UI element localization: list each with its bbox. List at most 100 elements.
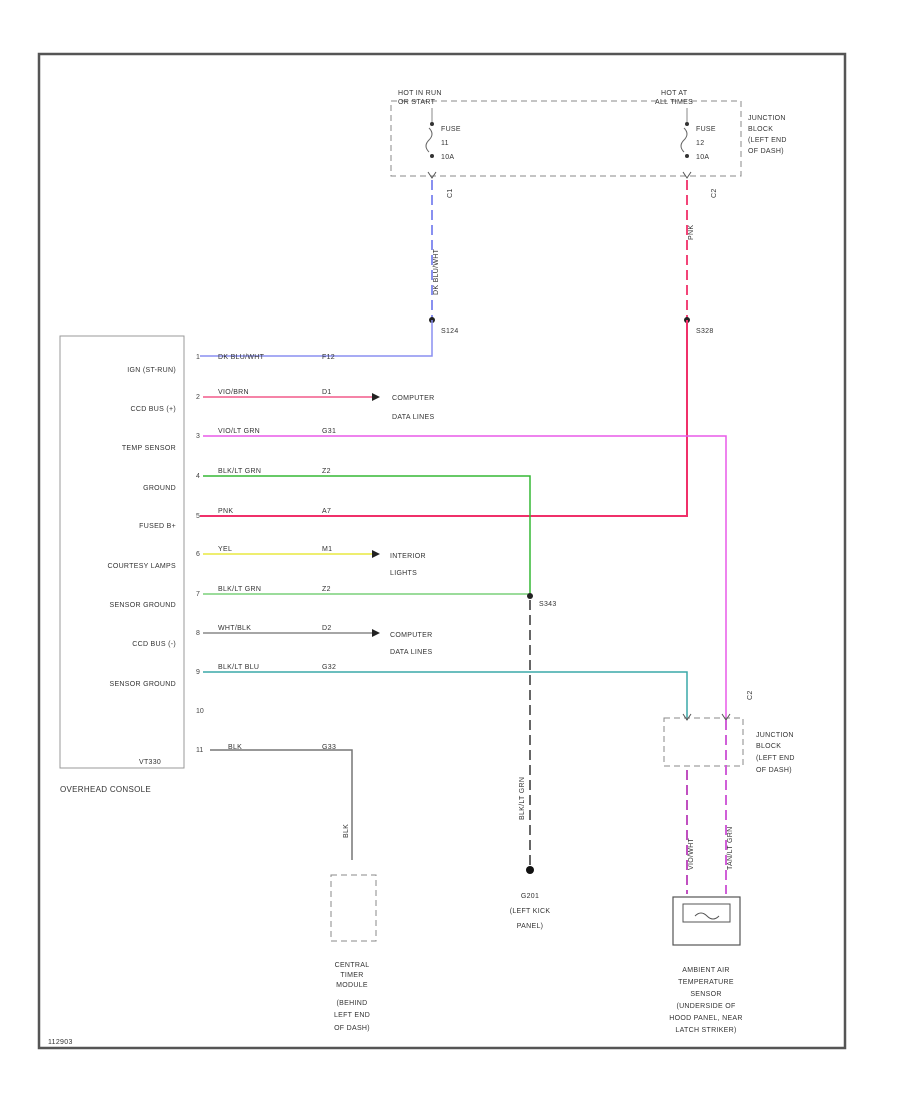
svg-text:PNK: PNK (218, 508, 233, 515)
svg-text:TAN/LT GRN: TAN/LT GRN (727, 827, 734, 870)
svg-text:BLK: BLK (343, 824, 350, 838)
svg-text:HOT IN RUN: HOT IN RUN (398, 90, 442, 97)
svg-text:LATCH STRIKER): LATCH STRIKER) (675, 1027, 736, 1034)
svg-text:(LEFT END: (LEFT END (756, 755, 795, 762)
svg-text:G32: G32 (322, 664, 336, 671)
svg-text:DATA LINES: DATA LINES (392, 414, 434, 421)
svg-text:6: 6 (196, 551, 200, 558)
fuse-12: HOT AT ALL TIMES FUSE 12 10A C2 (655, 90, 718, 198)
fuse-11: HOT IN RUN OR START FUSE 11 10A C1 (398, 90, 461, 198)
svg-text:FUSE: FUSE (696, 126, 716, 133)
svg-text:BLK/LT BLU: BLK/LT BLU (218, 664, 259, 671)
svg-text:COURTESY LAMPS: COURTESY LAMPS (107, 563, 176, 570)
svg-text:COMPUTER: COMPUTER (390, 632, 432, 639)
svg-text:FUSED B+: FUSED B+ (139, 523, 176, 530)
wire-fuse12-down: PNK S328 (200, 180, 714, 517)
svg-text:OF DASH): OF DASH) (748, 148, 784, 155)
svg-text:YEL: YEL (218, 546, 232, 553)
figure-code: 112903 (48, 1039, 73, 1046)
svg-text:OF DASH): OF DASH) (334, 1025, 370, 1032)
svg-text:G33: G33 (322, 744, 336, 751)
svg-text:7: 7 (196, 591, 200, 598)
svg-text:PNK: PNK (688, 225, 695, 240)
svg-text:HOT AT: HOT AT (661, 90, 688, 97)
svg-text:S343: S343 (539, 601, 557, 608)
svg-text:G31: G31 (322, 428, 336, 435)
svg-text:11: 11 (196, 747, 203, 754)
svg-text:AMBIENT AIR: AMBIENT AIR (682, 967, 730, 974)
svg-text:S124: S124 (441, 328, 459, 335)
svg-text:BLOCK: BLOCK (748, 126, 773, 133)
svg-text:OR START: OR START (398, 99, 436, 106)
svg-text:D1: D1 (322, 389, 332, 396)
svg-text:JUNCTION: JUNCTION (748, 115, 786, 122)
wire-fuse11-down: DK BLU/WHT S124 (200, 180, 459, 357)
svg-text:2: 2 (196, 394, 200, 401)
svg-text:HOOD PANEL, NEAR: HOOD PANEL, NEAR (669, 1015, 743, 1022)
svg-text:5: 5 (196, 513, 200, 520)
svg-text:TIMER: TIMER (340, 972, 363, 979)
interior-lights: INTERIOR LIGHTS (390, 553, 426, 577)
svg-text:S328: S328 (696, 328, 714, 335)
svg-text:LEFT END: LEFT END (334, 1012, 370, 1019)
ambient-air-sensor: AMBIENT AIR TEMPERATURE SENSOR (UNDERSID… (669, 896, 743, 1034)
console-code: VT330 (139, 759, 161, 766)
svg-text:WHT/BLK: WHT/BLK (218, 625, 251, 632)
svg-text:BLK/LT GRN: BLK/LT GRN (218, 586, 261, 593)
svg-text:Z2: Z2 (322, 468, 331, 475)
svg-text:COMPUTER: COMPUTER (392, 395, 434, 402)
svg-text:SENSOR GROUND: SENSOR GROUND (109, 602, 176, 609)
svg-text:10: 10 (196, 708, 204, 715)
svg-text:DK BLU/WHT: DK BLU/WHT (218, 354, 265, 361)
svg-text:PANEL): PANEL) (517, 923, 544, 930)
central-timer-module: BLK CENTRAL TIMER MODULE (BEHIND LEFT EN… (330, 824, 377, 1032)
svg-text:VIO/BRN: VIO/BRN (218, 389, 249, 396)
svg-text:M1: M1 (322, 546, 332, 553)
svg-text:DATA LINES: DATA LINES (390, 649, 432, 656)
junction-block-top (390, 100, 742, 177)
svg-text:10A: 10A (441, 154, 454, 161)
svg-text:C1: C1 (447, 188, 454, 198)
svg-text:4: 4 (196, 473, 200, 480)
svg-text:LIGHTS: LIGHTS (390, 570, 417, 577)
computer-data-lines-1: COMPUTER DATA LINES (392, 395, 434, 421)
svg-text:12: 12 (696, 140, 704, 147)
svg-text:BLK: BLK (228, 744, 242, 751)
svg-text:VIO/LT GRN: VIO/LT GRN (218, 428, 260, 435)
svg-text:A7: A7 (322, 508, 331, 515)
svg-text:IGN (ST-RUN): IGN (ST-RUN) (127, 367, 176, 374)
svg-text:F12: F12 (322, 354, 335, 361)
overhead-console-box (59, 335, 185, 769)
svg-text:BLK/LT GRN: BLK/LT GRN (218, 468, 261, 475)
console-wires: 1 DK BLU/WHT F12 2 VIO/BRN D1 3 VIO/LT G… (196, 354, 727, 860)
svg-text:8: 8 (196, 630, 200, 637)
svg-text:SENSOR: SENSOR (690, 991, 721, 998)
svg-text:(LEFT KICK: (LEFT KICK (510, 908, 551, 915)
svg-text:DK BLU/WHT: DK BLU/WHT (433, 248, 440, 295)
junction-block-top-label: JUNCTION BLOCK (LEFT END OF DASH) (748, 115, 786, 155)
svg-text:G201: G201 (521, 893, 539, 900)
svg-text:VIO/WHT: VIO/WHT (688, 838, 695, 870)
console-name: OVERHEAD CONSOLE (60, 785, 151, 794)
svg-text:CCD BUS (-): CCD BUS (-) (132, 641, 176, 648)
svg-text:CCD BUS (+): CCD BUS (+) (131, 406, 177, 413)
svg-text:11: 11 (441, 140, 449, 147)
diagram-frame (37, 52, 847, 1050)
svg-text:ALL TIMES: ALL TIMES (655, 99, 693, 106)
svg-text:OF DASH): OF DASH) (756, 767, 792, 774)
ground-splice: S343 BLK/LT GRN G201 (LEFT KICK PANEL) (510, 593, 557, 930)
svg-text:SENSOR GROUND: SENSOR GROUND (109, 681, 176, 688)
svg-text:BLK/LT GRN: BLK/LT GRN (519, 777, 526, 820)
svg-text:D2: D2 (322, 625, 332, 632)
svg-text:CENTRAL: CENTRAL (335, 962, 370, 969)
svg-text:10A: 10A (696, 154, 709, 161)
junction-block-bottom: C2 JUNCTION BLOCK (LEFT END OF DASH) VIO… (663, 690, 795, 894)
svg-text:INTERIOR: INTERIOR (390, 553, 426, 560)
svg-text:3: 3 (196, 433, 200, 440)
svg-text:Z2: Z2 (322, 586, 331, 593)
computer-data-lines-2: COMPUTER DATA LINES (390, 632, 432, 656)
svg-text:BLOCK: BLOCK (756, 743, 781, 750)
svg-text:MODULE: MODULE (336, 982, 368, 989)
